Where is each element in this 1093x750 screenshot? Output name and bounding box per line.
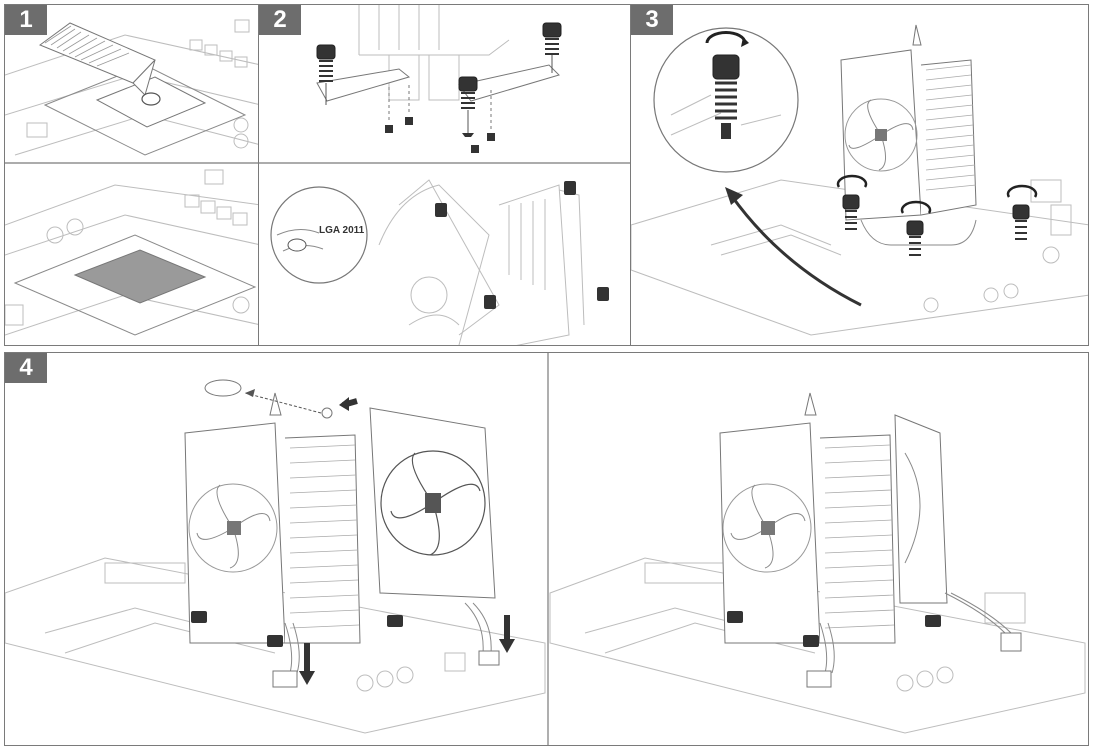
step-1-panel: 1	[4, 4, 260, 346]
socket-label: LGA 2011	[319, 225, 365, 236]
step-4-panel: 4	[4, 352, 1089, 746]
motherboard	[631, 179, 1088, 336]
step-2-illustration: LGA 2011	[259, 5, 631, 345]
step-4-right	[549, 392, 1086, 734]
heatsink-assembly	[378, 179, 585, 345]
step-4-illustration	[5, 353, 1086, 745]
cooler-with-fan	[840, 24, 977, 246]
step-2-badge: 2	[259, 5, 301, 35]
step-1-illustration	[5, 19, 259, 336]
fan-clip-icon	[204, 379, 358, 419]
step-3-illustration	[631, 24, 1088, 336]
insert-arrow	[725, 187, 862, 307]
thermal-paste-icon	[38, 22, 161, 106]
socket-callout: LGA 2011	[270, 186, 368, 284]
step-4-left	[5, 379, 546, 734]
step-4-badge: 4	[5, 353, 47, 383]
cpu-socket	[43, 64, 247, 156]
step-3-panel: 3	[630, 4, 1089, 346]
step-1-badge: 1	[5, 5, 47, 35]
mounting-bracket-icon	[316, 22, 562, 153]
spring-screw-right	[542, 22, 562, 73]
spring-screw-mid	[458, 76, 478, 137]
step-3-badge: 3	[631, 5, 673, 35]
motherboard-top	[5, 19, 259, 156]
thermal-pad	[73, 249, 207, 304]
zoom-callout	[653, 27, 799, 173]
spring-screws	[836, 174, 1038, 256]
step-2-panel: 2	[258, 4, 632, 346]
attached-fan	[894, 414, 948, 604]
spring-screw-left	[316, 44, 336, 105]
second-fan	[369, 407, 496, 599]
